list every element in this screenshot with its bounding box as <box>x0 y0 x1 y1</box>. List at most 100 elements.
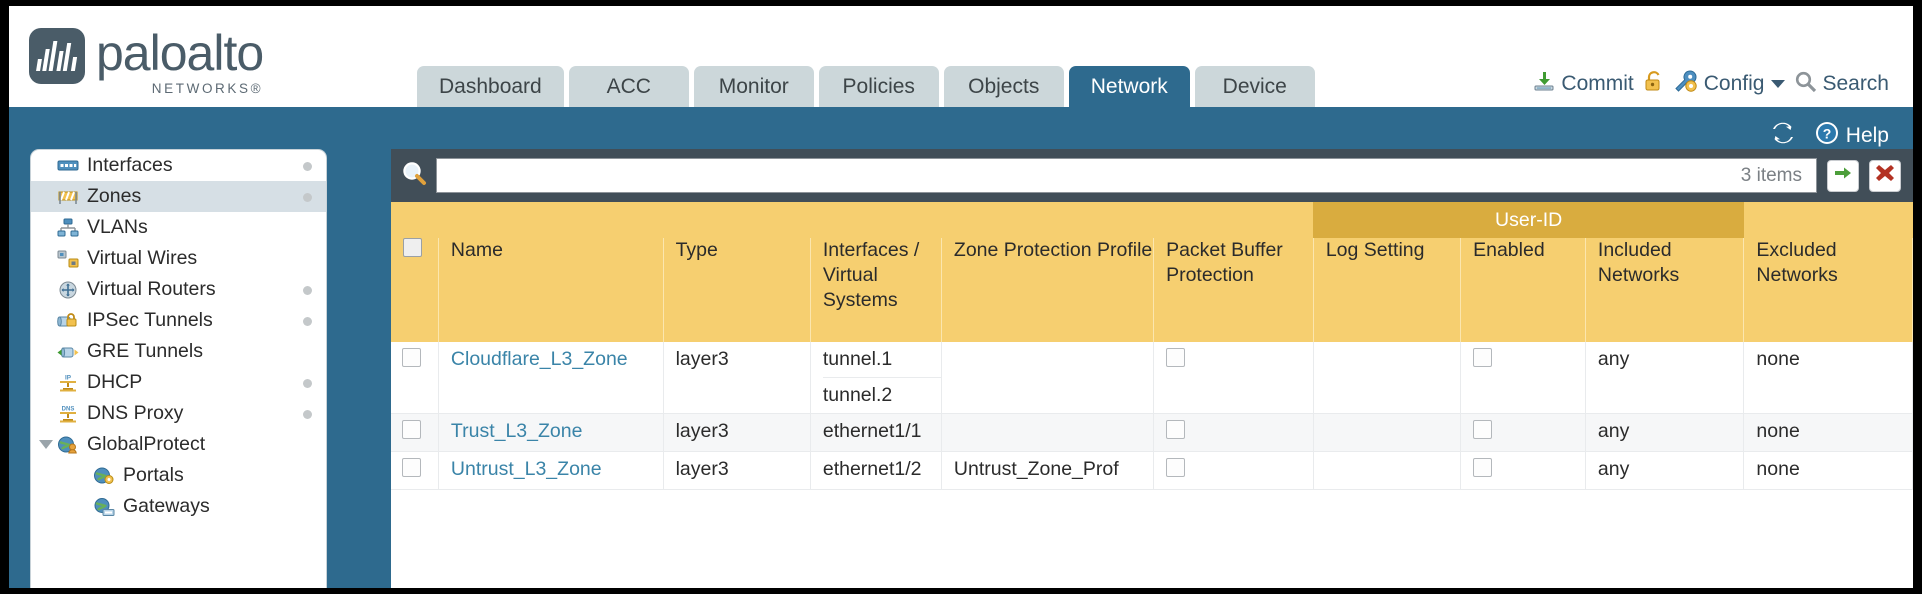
table-row[interactable]: Untrust_L3_Zone layer3 ethernet1/2 Untru… <box>391 451 1913 490</box>
interface-item: ethernet1/1 <box>822 420 922 442</box>
config-label: Config <box>1703 72 1765 95</box>
sidebar-item-ipsec-tunnels[interactable]: IPSec Tunnels <box>31 305 326 336</box>
cell-log-setting <box>1313 342 1462 414</box>
refresh-button[interactable] <box>1770 120 1796 152</box>
padlock-button[interactable] <box>1643 69 1665 99</box>
table-column-header-row: Name Type Interfaces / Virtual Systems Z… <box>391 238 1913 342</box>
zone-name-link[interactable]: Trust_L3_Zone <box>450 420 583 442</box>
table-group-header-row: User-ID <box>391 202 1913 238</box>
row-checkbox[interactable] <box>402 458 421 477</box>
column-header-packet-buffer-protection[interactable]: Packet Buffer Protection <box>1153 238 1314 342</box>
select-all-checkbox[interactable] <box>403 238 422 257</box>
column-header-excluded-networks[interactable]: Excluded Networks <box>1743 238 1913 342</box>
cell-name: Untrust_L3_Zone <box>438 451 664 490</box>
vlans-icon <box>57 218 79 238</box>
brand-tagline: NETWORKS® <box>151 81 264 96</box>
cell-packet-buffer-protection <box>1153 451 1314 490</box>
refresh-icon <box>1770 120 1796 152</box>
sidebar-item-gateways[interactable]: Gateways <box>31 491 326 522</box>
commit-button[interactable]: Commit <box>1532 69 1634 99</box>
virtual-wires-icon <box>57 249 79 269</box>
dhcp-icon: IP <box>57 373 79 393</box>
userid-enabled-checkbox[interactable] <box>1473 348 1493 367</box>
sidebar-item-label: Virtual Wires <box>87 247 198 269</box>
packet-buffer-protection-checkbox[interactable] <box>1166 348 1186 367</box>
svg-text:IP: IP <box>65 374 72 381</box>
cell-excluded-networks: none <box>1743 413 1913 452</box>
sidebar-item-label: DHCP <box>87 371 143 393</box>
sidebar-item-label: VLANs <box>87 216 148 238</box>
cell-included-networks: any <box>1585 451 1745 490</box>
apply-filter-button[interactable] <box>1827 159 1859 192</box>
cell-log-setting <box>1313 413 1462 452</box>
tab-objects[interactable]: Objects <box>943 66 1064 107</box>
cell-name: Trust_L3_Zone <box>438 413 664 452</box>
column-header-log-setting[interactable]: Log Setting <box>1313 238 1462 342</box>
table-row[interactable]: Trust_L3_Zone layer3 ethernet1/1 any <box>391 413 1913 452</box>
sidebar-item-label: Interfaces <box>87 154 173 176</box>
sidebar-item-virtual-wires[interactable]: Virtual Wires <box>31 243 326 274</box>
zone-name-link[interactable]: Untrust_L3_Zone <box>450 458 602 480</box>
cell-interfaces: ethernet1/2 <box>810 451 942 490</box>
paloalto-logo-icon <box>29 28 85 84</box>
column-header-interfaces[interactable]: Interfaces / Virtual Systems <box>810 238 942 342</box>
interface-item: tunnel.2 <box>822 384 893 406</box>
sidebar-item-virtual-routers[interactable]: Virtual Routers <box>31 274 326 305</box>
sidebar-item-dns-proxy[interactable]: DNS DNS Proxy <box>31 398 326 429</box>
cell-zone-protection-profile <box>941 413 1155 452</box>
portals-icon <box>93 466 115 486</box>
userid-enabled-checkbox[interactable] <box>1473 458 1493 477</box>
sidebar-item-dhcp[interactable]: IP DHCP <box>31 367 326 398</box>
interfaces-icon <box>57 156 79 176</box>
sidebar-item-vlans[interactable]: VLANs <box>31 212 326 243</box>
cell-userid-enabled <box>1460 451 1586 490</box>
zones-icon <box>57 187 79 207</box>
help-button[interactable]: ? Help <box>1814 120 1889 152</box>
column-header-included-networks[interactable]: Included Networks <box>1585 238 1745 342</box>
config-button[interactable]: Config <box>1674 69 1786 99</box>
sidebar-item-interfaces[interactable]: Interfaces <box>31 150 326 181</box>
sidebar-item-label: IPSec Tunnels <box>87 309 213 331</box>
column-header-type[interactable]: Type <box>663 238 811 342</box>
tab-network[interactable]: Network <box>1068 66 1190 107</box>
userid-enabled-checkbox[interactable] <box>1473 420 1493 439</box>
clear-filter-button[interactable] <box>1869 159 1901 192</box>
table-row[interactable]: Cloudflare_L3_Zone layer3 tunnel.1 tunne… <box>391 342 1913 414</box>
sidebar-item-globalprotect[interactable]: GlobalProtect <box>31 429 326 460</box>
tab-dashboard[interactable]: Dashboard <box>417 66 564 107</box>
packet-buffer-protection-checkbox[interactable] <box>1166 458 1186 477</box>
filter-input[interactable]: 3 items <box>436 158 1817 193</box>
tab-policies[interactable]: Policies <box>818 66 939 107</box>
tab-monitor[interactable]: Monitor <box>693 66 814 107</box>
commit-download-icon <box>1532 69 1556 99</box>
group-header-spacer <box>391 202 1314 238</box>
status-dot <box>303 410 312 419</box>
tab-device[interactable]: Device <box>1194 66 1315 107</box>
cell-packet-buffer-protection <box>1153 342 1314 414</box>
cell-zone-protection-profile <box>941 342 1155 414</box>
status-dot <box>303 286 312 295</box>
sidebar-item-label: Zones <box>87 185 142 207</box>
sidebar-item-portals[interactable]: Portals <box>31 460 326 491</box>
help-question-icon: ? <box>1814 120 1840 152</box>
brand-name: paloalto <box>96 25 264 81</box>
search-button[interactable]: Search <box>1794 70 1889 99</box>
row-checkbox[interactable] <box>402 348 421 367</box>
ipsec-tunnels-icon <box>57 311 79 331</box>
chevron-down-icon[interactable] <box>1771 80 1786 88</box>
status-dot <box>303 379 312 388</box>
column-header-userid-enabled[interactable]: Enabled <box>1460 238 1586 342</box>
column-header-zone-protection-profile[interactable]: Zone Protection Profile <box>941 238 1155 342</box>
column-header-name[interactable]: Name <box>438 238 664 342</box>
expand-triangle-icon[interactable] <box>39 440 53 449</box>
gateways-icon <box>93 497 115 517</box>
cell-type: layer3 <box>663 342 811 414</box>
sidebar-item-gre-tunnels[interactable]: GRE Tunnels <box>31 336 326 367</box>
row-checkbox[interactable] <box>402 420 421 439</box>
top-bar: paloalto NETWORKS® Dashboard ACC Monitor… <box>9 6 1913 107</box>
zone-name-link[interactable]: Cloudflare_L3_Zone <box>450 348 628 370</box>
svg-text:?: ? <box>1823 126 1832 142</box>
packet-buffer-protection-checkbox[interactable] <box>1166 420 1186 439</box>
sidebar-item-zones[interactable]: Zones <box>31 181 326 212</box>
tab-acc[interactable]: ACC <box>568 66 689 107</box>
